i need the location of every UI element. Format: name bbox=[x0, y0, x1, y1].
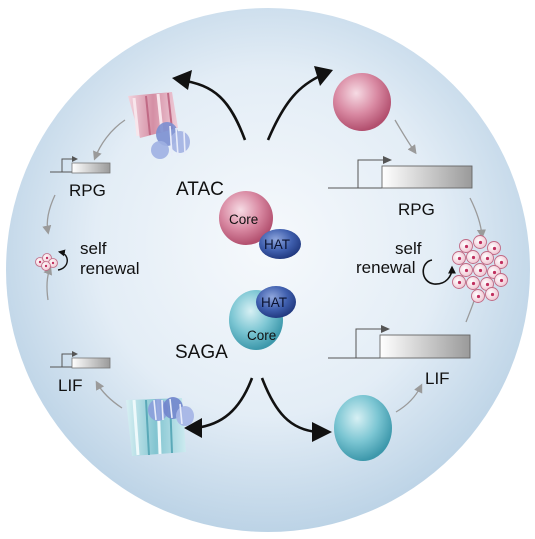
cell-nucleus bbox=[492, 246, 497, 251]
protein-blob-icon bbox=[334, 395, 392, 461]
cycle-arrow bbox=[469, 197, 487, 239]
cycle-arrow bbox=[95, 380, 123, 409]
stem-cell-cluster-icon bbox=[35, 253, 58, 271]
lif-left-bar bbox=[71, 357, 111, 369]
rpg-right-bar bbox=[381, 165, 473, 189]
arrowhead-icon bbox=[312, 422, 332, 442]
arrowhead-icon bbox=[184, 418, 202, 438]
atac-arrows bbox=[172, 66, 333, 141]
atac-arrow-right bbox=[266, 73, 323, 141]
cycle-arrow bbox=[93, 119, 126, 161]
cell-nucleus bbox=[478, 240, 483, 245]
cycle-arrow bbox=[395, 383, 423, 413]
cycle-arrow bbox=[42, 194, 56, 235]
loop-arrow-icon bbox=[57, 249, 68, 271]
rpg-right-label: RPG bbox=[398, 200, 435, 219]
cycle-arrow bbox=[394, 119, 417, 155]
saga-arrow-left bbox=[194, 377, 254, 430]
cell-nucleus bbox=[499, 278, 504, 283]
atac-label: ATAC bbox=[176, 179, 224, 200]
saga-hat-label: HAT bbox=[261, 295, 287, 310]
self-right-label: self bbox=[395, 239, 422, 258]
saga-arrow-right bbox=[260, 377, 319, 434]
atac-complex: ATAC Core HAT bbox=[176, 179, 301, 259]
atac-hat-label: HAT bbox=[264, 237, 290, 252]
arrowhead-icon bbox=[172, 70, 192, 90]
lif-right-label: LIF bbox=[425, 369, 450, 388]
self-left-label: self bbox=[80, 239, 107, 258]
cell-nucleus bbox=[457, 280, 462, 285]
loop-arrow-icon bbox=[422, 259, 456, 285]
cell-nucleus bbox=[478, 268, 483, 273]
rpg-left-bar bbox=[71, 162, 111, 174]
cell-nucleus bbox=[471, 281, 476, 286]
cell-nucleus bbox=[485, 282, 490, 287]
cell-nucleus bbox=[492, 270, 497, 275]
atac-core bbox=[219, 191, 273, 245]
saga-hat bbox=[256, 286, 296, 318]
lif-right-bar bbox=[379, 334, 471, 359]
renewal-right-label: renewal bbox=[356, 258, 416, 277]
lif-left-label: LIF bbox=[58, 376, 83, 395]
atac-arrow-left bbox=[179, 78, 247, 141]
saga-arrows bbox=[184, 377, 332, 442]
chromatin-top-left bbox=[128, 92, 190, 159]
self-renewal-right: self renewal bbox=[356, 235, 508, 303]
cell-nucleus bbox=[476, 294, 481, 299]
cycle-arrows bbox=[42, 119, 487, 413]
rpg-left-label: RPG bbox=[69, 181, 106, 200]
stem-cell-cluster-icon bbox=[452, 235, 508, 303]
saga-label: SAGA bbox=[175, 342, 228, 363]
nucleosome-fiber-icon bbox=[126, 397, 194, 456]
lif-right-gene: LIF bbox=[328, 325, 471, 388]
rpg-left-gene: RPG bbox=[50, 156, 111, 200]
renewal-left-label: renewal bbox=[80, 259, 140, 278]
cycle-arrow bbox=[43, 265, 53, 301]
chromatin-bottom-left bbox=[126, 397, 194, 456]
cell-nucleus bbox=[471, 255, 476, 260]
rpg-right-gene: RPG bbox=[328, 156, 473, 219]
cell-nucleus bbox=[457, 256, 462, 261]
cell-nucleus bbox=[464, 244, 469, 249]
cell-nucleus bbox=[490, 292, 495, 297]
self-renewal-left: self renewal bbox=[35, 239, 140, 278]
cell-nucleus bbox=[499, 260, 504, 265]
atac-core-label: Core bbox=[229, 212, 258, 227]
protein-blob-icon bbox=[333, 73, 391, 131]
cell-nucleus bbox=[485, 256, 490, 261]
lif-left-gene: LIF bbox=[50, 351, 111, 395]
cell-nucleus bbox=[464, 268, 469, 273]
atac-hat bbox=[259, 229, 301, 259]
saga-core-label: Core bbox=[247, 328, 276, 343]
nucleosome-fiber-icon bbox=[128, 92, 190, 159]
saga-complex: Core HAT SAGA bbox=[175, 286, 296, 363]
arrowhead-icon bbox=[314, 66, 333, 86]
